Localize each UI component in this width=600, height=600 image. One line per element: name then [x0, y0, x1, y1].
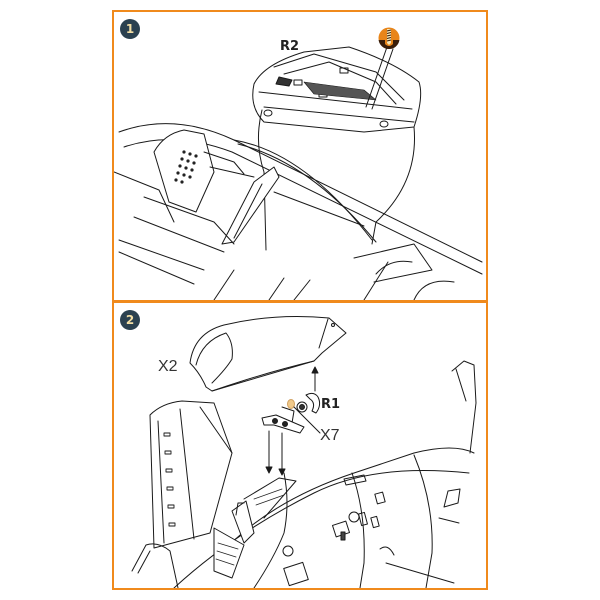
- step-1-badge: 1: [120, 19, 140, 39]
- step-2-illustration: [131, 316, 477, 588]
- step-2-panel: 2 X2 R1 X7: [114, 303, 486, 588]
- part-label-r1: R1: [321, 397, 341, 412]
- part-label-x2: X2: [158, 358, 178, 375]
- instruction-frame: 1 R2: [112, 10, 488, 590]
- step-1-panel: 1 R2: [114, 12, 486, 300]
- part-label-r2: R2: [280, 39, 300, 54]
- step-2-badge: 2: [120, 310, 140, 330]
- step-1-illustration: [114, 46, 483, 300]
- step-divider: [114, 300, 486, 303]
- drill-hole-icon: [378, 27, 400, 49]
- part-label-x7: X7: [320, 427, 340, 444]
